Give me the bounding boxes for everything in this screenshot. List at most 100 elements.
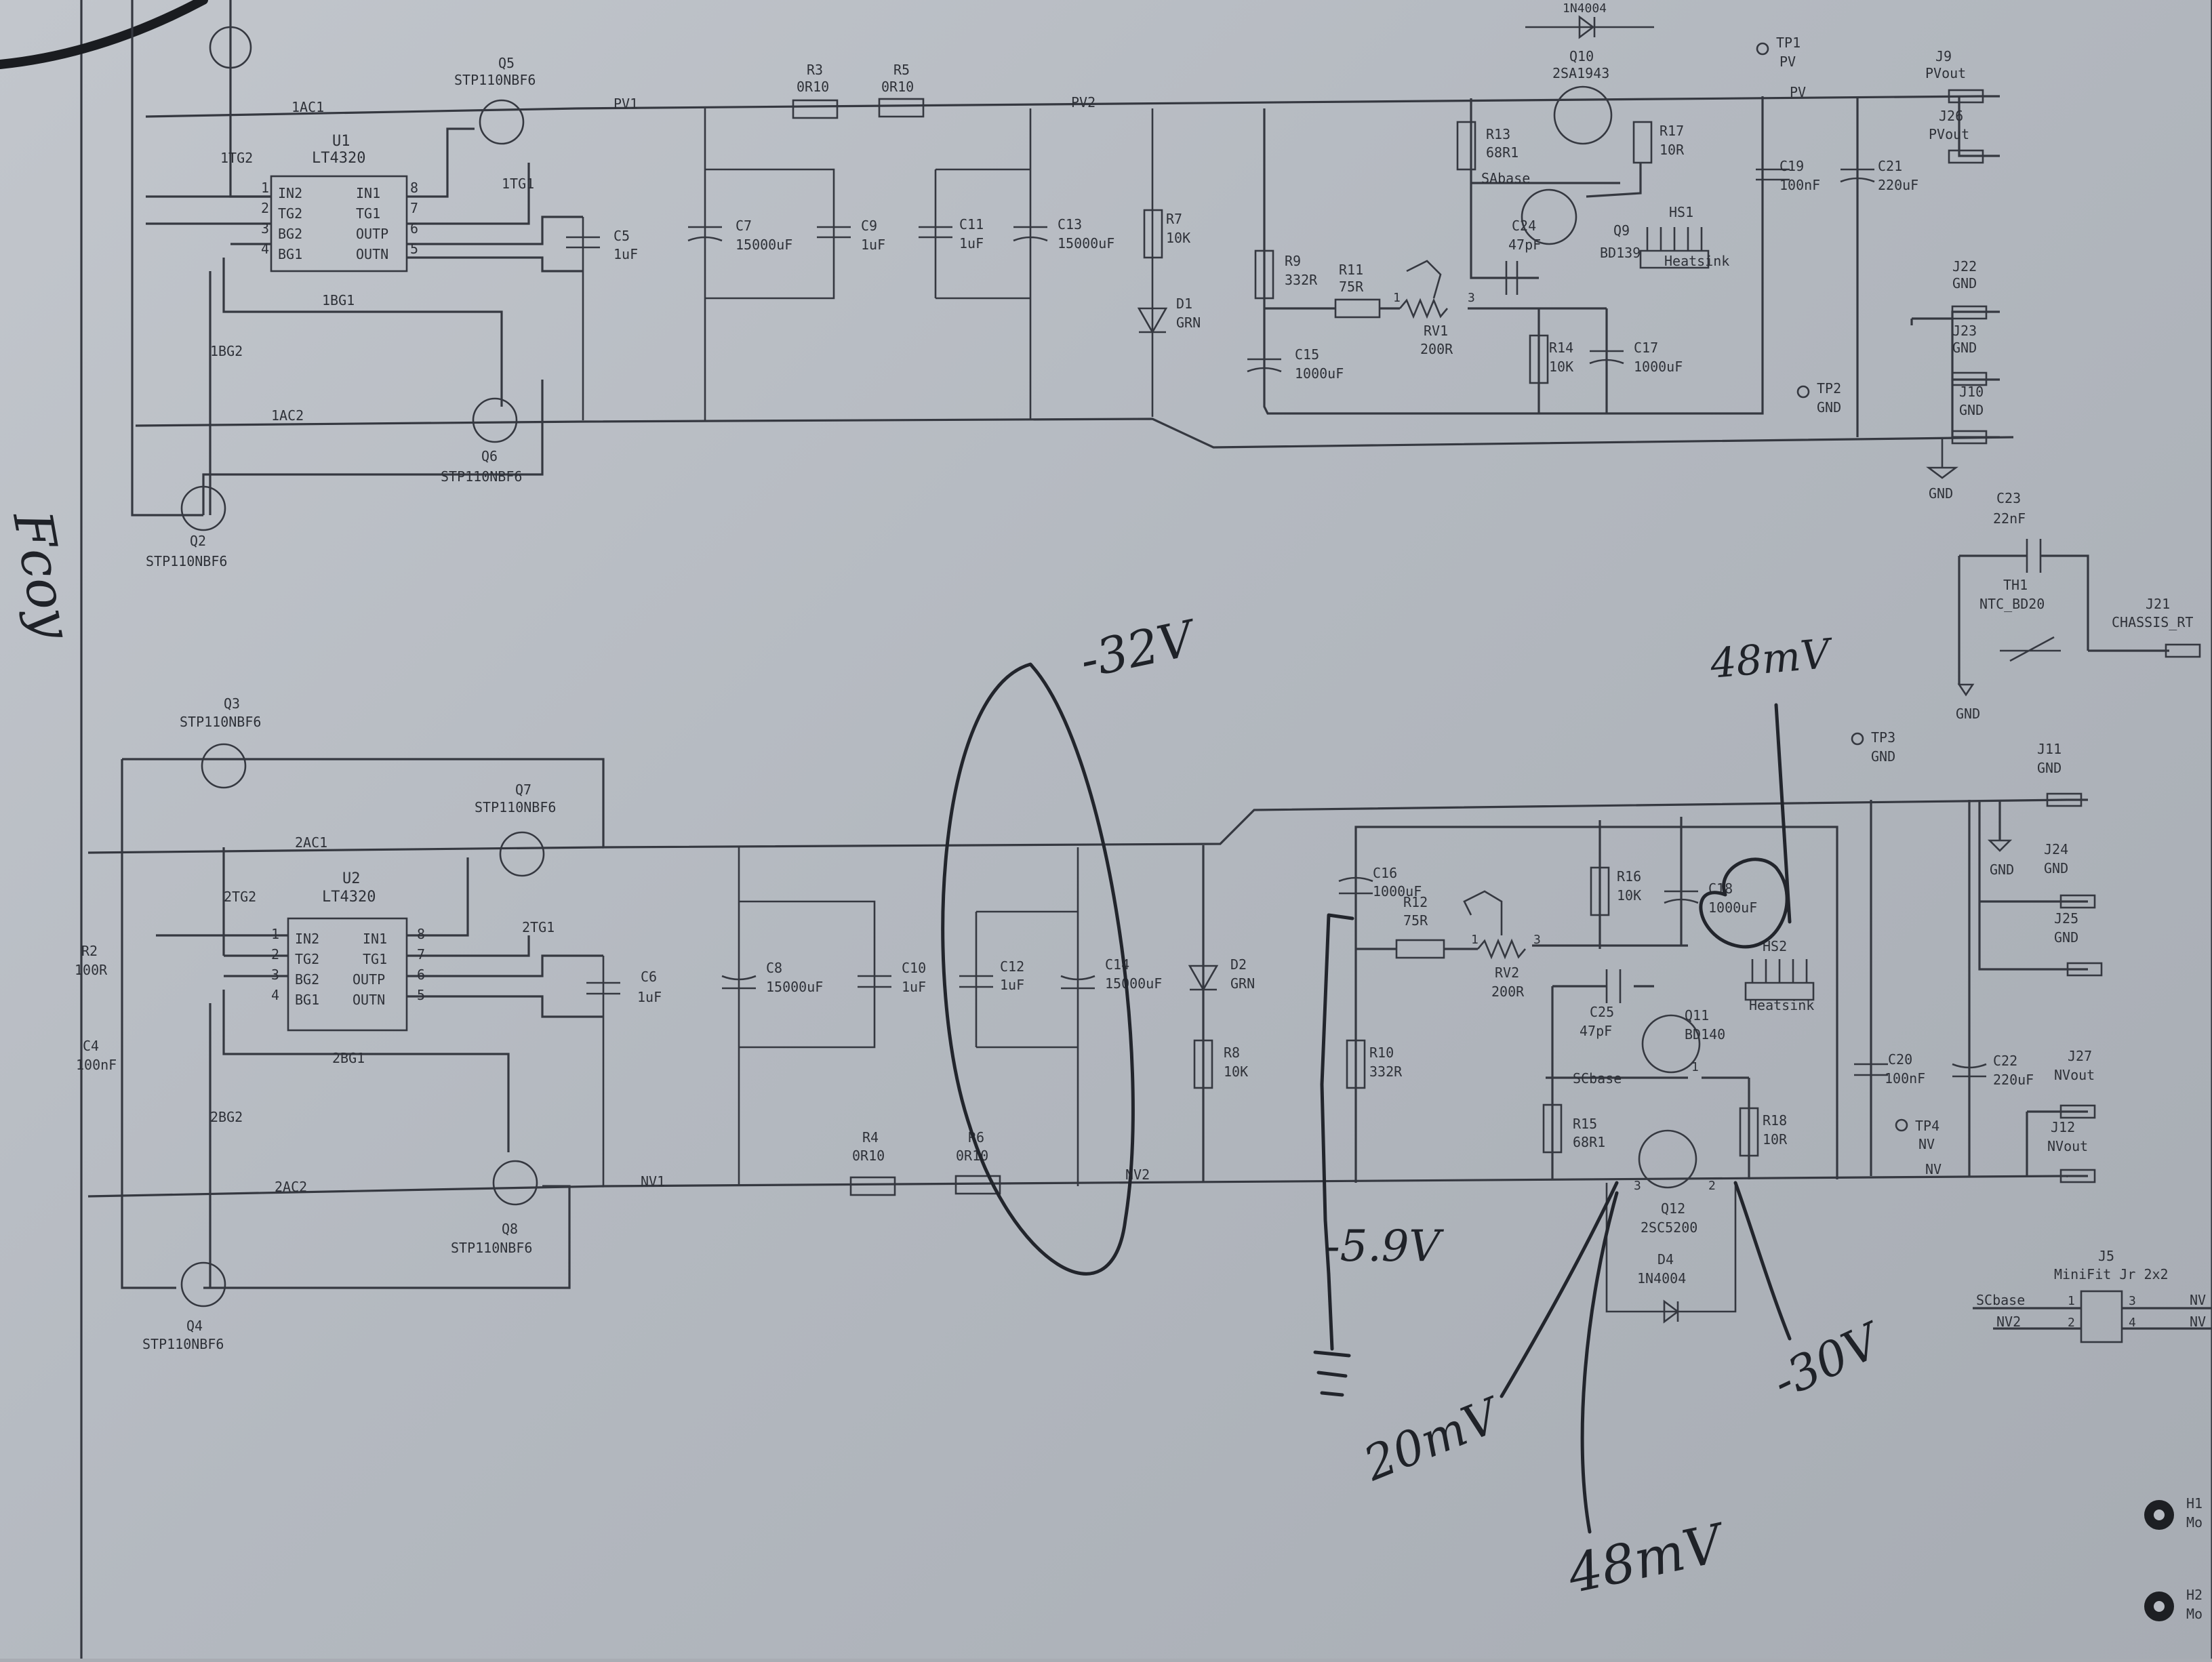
wire-left-loop <box>131 0 271 516</box>
j21-val: CHASSIS_RT <box>2112 614 2193 630</box>
q6-part: STP110NBF6 <box>441 468 522 485</box>
c15-val: 1000uF <box>1295 365 1344 382</box>
th1-thermistor <box>2000 636 2061 662</box>
d2-val: GRN <box>1230 975 1255 992</box>
j5-val: MiniFit Jr 2x2 <box>2054 1266 2169 1282</box>
c18-cap <box>1664 890 1699 904</box>
r12-val: 75R <box>1403 912 1428 929</box>
r8-val: 10K <box>1224 1063 1248 1080</box>
tp2-val: GND <box>1817 399 1841 416</box>
r9-val: 332R <box>1285 272 1318 288</box>
wire-c20-c22 <box>1870 800 1971 1176</box>
c12-val: 1uF <box>1000 977 1024 993</box>
c24-val: 47pF <box>1508 237 1541 253</box>
r2-val: 100R <box>75 962 108 978</box>
c23-cap <box>2026 539 2042 573</box>
c9-cap <box>705 168 851 300</box>
u2-pin-l4: BG1 <box>295 992 319 1008</box>
u2-ic <box>287 917 408 1032</box>
r8-resistor <box>1193 1039 1213 1089</box>
u2-pin-r2: TG1 <box>363 951 387 967</box>
u1-num-r4: 5 <box>410 241 418 257</box>
ink-lead-ground <box>1313 1272 1351 1397</box>
c6-cap <box>586 956 620 1186</box>
q4-ref: Q4 <box>186 1318 203 1334</box>
wire-gnd-bus <box>582 418 2014 449</box>
wire-th1 <box>1958 554 2169 685</box>
j5-net-nv-a: NV <box>2190 1292 2206 1308</box>
wire-pv-bus <box>576 95 1980 110</box>
gnd-symbol-bottom <box>1987 839 2013 852</box>
j25-conn <box>2066 962 2103 977</box>
u1-pin-l3: BG2 <box>278 226 302 242</box>
c6-val: 1uF <box>637 989 662 1005</box>
u1-pin-l2: TG2 <box>278 205 302 222</box>
u1-pin-r4: OUTN <box>356 246 388 262</box>
q4-mosfet <box>180 1261 226 1308</box>
q2-mosfet <box>180 485 226 531</box>
r9-resistor <box>1254 249 1274 300</box>
j25-val: GND <box>2054 929 2078 946</box>
wire-u2-links <box>121 758 605 1289</box>
r3-ref: R3 <box>807 62 823 78</box>
q12-transistor <box>1638 1129 1697 1189</box>
h2-val: Mo <box>2186 1606 2203 1622</box>
u2-pin-r3: OUTP <box>353 971 385 988</box>
net-1bg2: 1BG2 <box>210 343 243 359</box>
c19-ref: C19 <box>1779 158 1804 174</box>
net-2tg2: 2TG2 <box>224 889 256 905</box>
r16-val: 10K <box>1617 887 1641 904</box>
j26-ref: J26 <box>1939 108 1963 124</box>
wire-2ac2 <box>87 1185 604 1198</box>
r5-resistor <box>878 98 925 118</box>
j5-pin3: 3 <box>2129 1294 2136 1308</box>
net-1ac2: 1AC2 <box>271 407 304 424</box>
net-sabase: SAbase <box>1481 170 1530 186</box>
c10-cap <box>739 900 891 1049</box>
r7-resistor <box>1143 209 1163 259</box>
ink-lead-48mv-bottom <box>1580 1191 1619 1534</box>
q7-ref: Q7 <box>515 782 531 798</box>
q12-ref: Q12 <box>1661 1200 1685 1217</box>
q5-ref: Q5 <box>498 55 515 71</box>
wire-nv-bus <box>603 1175 2068 1188</box>
d2-led <box>1188 965 1219 992</box>
ink-ellipse <box>941 662 1135 1276</box>
j27-val: NVout <box>2054 1067 2095 1083</box>
tp1-ref: TP1 <box>1776 35 1801 51</box>
c23-val: 22nF <box>1993 510 2026 527</box>
c8-cap <box>721 847 757 1186</box>
hs2-val: Heatsink <box>1749 997 1814 1013</box>
r11-ref: R11 <box>1339 262 1363 278</box>
diode-top-label: 1N4004 <box>1563 1 1607 16</box>
u1-pin-l4: BG1 <box>278 246 302 262</box>
tp2-testpoint <box>1796 385 1810 399</box>
j24-ref: J24 <box>2044 841 2068 857</box>
j21-ref: J21 <box>2146 596 2170 612</box>
r7-d1-branch <box>1137 108 1168 417</box>
j5-pin1: 1 <box>2068 1294 2075 1308</box>
c8-ref: C8 <box>766 960 782 976</box>
tp4-ref: TP4 <box>1915 1118 1939 1134</box>
h2-ref: H2 <box>2186 1587 2203 1603</box>
net-2tg1: 2TG1 <box>522 919 555 935</box>
j27-ref: J27 <box>2068 1048 2092 1064</box>
c13-ref: C13 <box>1058 216 1082 232</box>
rv2-ref: RV2 <box>1495 965 1519 981</box>
page-border <box>80 0 2212 1659</box>
r2-ref: R2 <box>81 943 98 959</box>
j12-conn <box>2059 1169 2096 1183</box>
positive-rail-section: U1 LT4320 IN2 TG2 BG2 BG1 IN1 TG1 OUTP O… <box>131 0 2201 722</box>
c22-val: 220uF <box>1993 1072 2034 1088</box>
u1-num-l3: 3 <box>261 220 269 237</box>
c22-ref: C22 <box>1993 1053 2017 1069</box>
u2-pin-l2: TG2 <box>295 951 319 967</box>
r13-resistor <box>1456 121 1476 171</box>
c21-cap <box>1840 168 1875 183</box>
r12-ref: R12 <box>1403 894 1428 910</box>
tp1-testpoint <box>1756 42 1769 56</box>
u1-pin-r2: TG1 <box>356 205 380 222</box>
u2-part: LT4320 <box>322 889 376 906</box>
r3-val: 0R10 <box>797 79 829 95</box>
net-1tg1: 1TG1 <box>502 176 534 192</box>
